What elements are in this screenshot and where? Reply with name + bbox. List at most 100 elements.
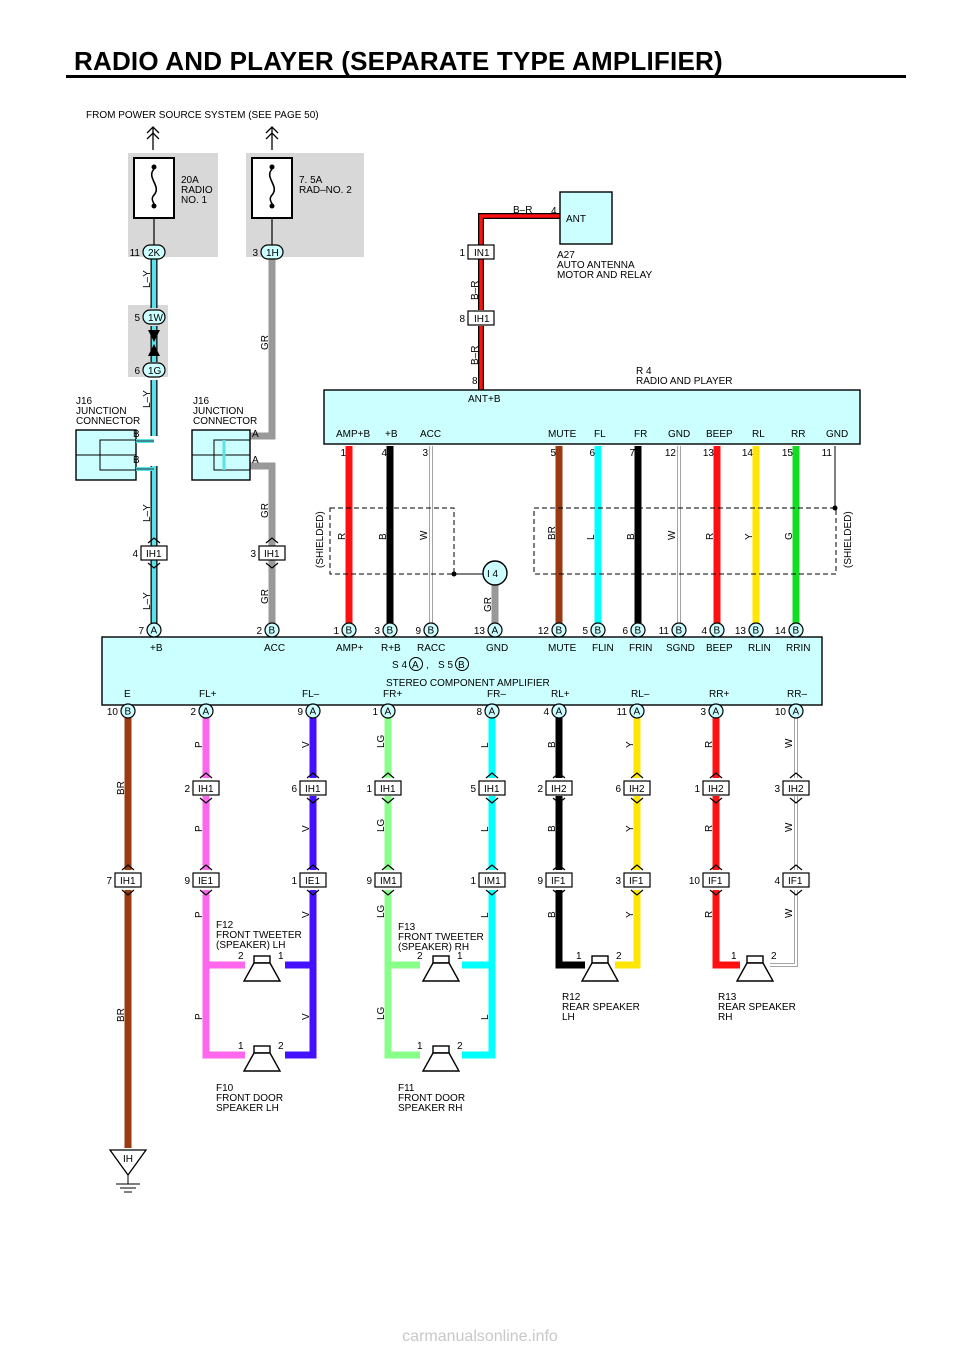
- radio-terminal-pin: 13: [703, 448, 715, 459]
- speaker-f13-label2: (SPEAKER) RH: [398, 942, 469, 953]
- wire-amp-v: [285, 718, 317, 1059]
- amp-wire-label: L: [480, 742, 491, 748]
- amp-bottom-pin-2-conn: A: [310, 707, 317, 718]
- row2-connector-7-id: IF1: [708, 876, 723, 887]
- connector-1w-id: 1W: [148, 313, 164, 324]
- amp-top-pin-6-conn: B: [556, 626, 563, 637]
- amp-wire-label: W: [784, 908, 795, 918]
- row2-connector-4-pin: 1: [470, 876, 476, 887]
- amp-wire-label: Y: [625, 741, 636, 748]
- radio-terminal-name: FR: [634, 429, 647, 440]
- junction-right-pin-bottom: A: [252, 455, 259, 466]
- radio-wire-label: R: [705, 533, 716, 540]
- amp-wire-label: V: [301, 741, 312, 748]
- amp-wire-label: LG: [376, 818, 387, 832]
- speaker-f13-code: F13: [398, 922, 416, 933]
- amp-wire-label-lower: L: [480, 1014, 491, 1020]
- inline-ih1-right-id: IH1: [264, 549, 280, 560]
- speaker-f12-pin-right: 1: [278, 951, 284, 962]
- amp-bottom-pin-6-conn: A: [634, 707, 641, 718]
- antenna-box: [559, 191, 613, 245]
- antenna-wire-label-top: B–R: [513, 205, 532, 216]
- amplifier-bottom-pins: B10EBRBRA2FL+PPPA9FL–VVVA1FR+LGLGLGA8FR–…: [107, 689, 808, 1022]
- shielded-label-left: (SHIELDED): [315, 511, 326, 568]
- fuse2: [251, 157, 293, 219]
- radio-terminal-name: AMP+B: [336, 429, 371, 440]
- speaker-r12-pin-left: 1: [576, 951, 582, 962]
- junction-left-pin-top: B: [133, 429, 140, 440]
- fuse1-number: NO. 1: [181, 195, 208, 206]
- wire-amp-y: [615, 718, 641, 969]
- speaker-r13-label2: RH: [718, 1012, 732, 1023]
- amp-bottom-pin-name: RR+: [709, 689, 729, 700]
- amp-top-pin-3: B3R+B: [374, 622, 401, 654]
- speaker-f11-label2: SPEAKER RH: [398, 1103, 462, 1114]
- row1-connector-7-id: IH2: [788, 784, 804, 795]
- amp-wire-label: V: [301, 825, 312, 832]
- radio-terminal-pin: 1: [340, 448, 346, 459]
- amp-top-pin-0: A7+B: [138, 622, 163, 654]
- amp-top-pin-name: R+B: [381, 643, 401, 654]
- fuse2-connector-id: 1H: [266, 248, 279, 259]
- junction-right-pin-top: A: [252, 429, 259, 440]
- row1-connector-7: IH2 3: [774, 772, 810, 804]
- radio-terminal-pin: 12: [665, 448, 677, 459]
- fuse2-connector-pin: 3: [252, 248, 258, 259]
- amp-wire-label: Y: [625, 825, 636, 832]
- wire-amp-b-rear: [555, 718, 585, 969]
- row1-connector-7-pin: 3: [774, 784, 780, 795]
- connector-1g-pin: 6: [134, 366, 140, 377]
- fuse1: [133, 157, 175, 219]
- radio-and-player-box: [323, 389, 861, 445]
- junction-connector-right: [191, 429, 251, 481]
- amp-wire-label-lower: V: [301, 1013, 312, 1020]
- amp-wire-label: W: [784, 738, 795, 748]
- radio-terminal-name: BEEP: [706, 429, 733, 440]
- wire-amp-r-rear: [712, 718, 740, 969]
- speaker-r12-label2: LH: [562, 1012, 575, 1023]
- shielded-label-right: (SHIELDED): [843, 511, 854, 568]
- row2-connector-6-id: IF1: [629, 876, 644, 887]
- amp-bottom-pin-4-conn: A: [489, 707, 496, 718]
- connector-1g: 1G6: [134, 362, 166, 378]
- amp-bottom-pin-name: FR–: [487, 689, 506, 700]
- row1-connector-5-id: IH2: [629, 784, 645, 795]
- amp-wire-label: B: [547, 911, 558, 918]
- speaker-f13-label1: FRONT TWEETER: [398, 932, 484, 943]
- radio-wire-label: W: [667, 530, 678, 540]
- antenna-in1-id: IN1: [474, 248, 490, 259]
- radio-terminal-pin: 7: [629, 448, 635, 459]
- ground-point-i4: [482, 560, 508, 586]
- power-arrows: [146, 126, 279, 150]
- amp-wire-label: V: [301, 911, 312, 918]
- amp-top-pin-8-conn: B: [635, 626, 642, 637]
- amp-wire-label: BR: [116, 781, 127, 795]
- amp-wire-label: LG: [376, 734, 387, 748]
- radio-code: R 4: [636, 366, 652, 377]
- row2-connector-7-pin: 10: [689, 876, 701, 887]
- amp-bottom-pin-name: FL–: [302, 689, 320, 700]
- amp-top-pin-4-conn: B: [428, 626, 435, 637]
- radio-wire-label: B: [626, 533, 637, 540]
- radio-terminal-name: FL: [594, 429, 606, 440]
- inline-ih1-left-pin: 4: [132, 549, 138, 560]
- amp-top-pin-3-pin: 3: [374, 626, 380, 637]
- speaker-f10-pin-right: 2: [278, 1041, 284, 1052]
- amp-wire-label: R: [704, 741, 715, 748]
- amp-top-pin-0-pin: 7: [138, 626, 144, 637]
